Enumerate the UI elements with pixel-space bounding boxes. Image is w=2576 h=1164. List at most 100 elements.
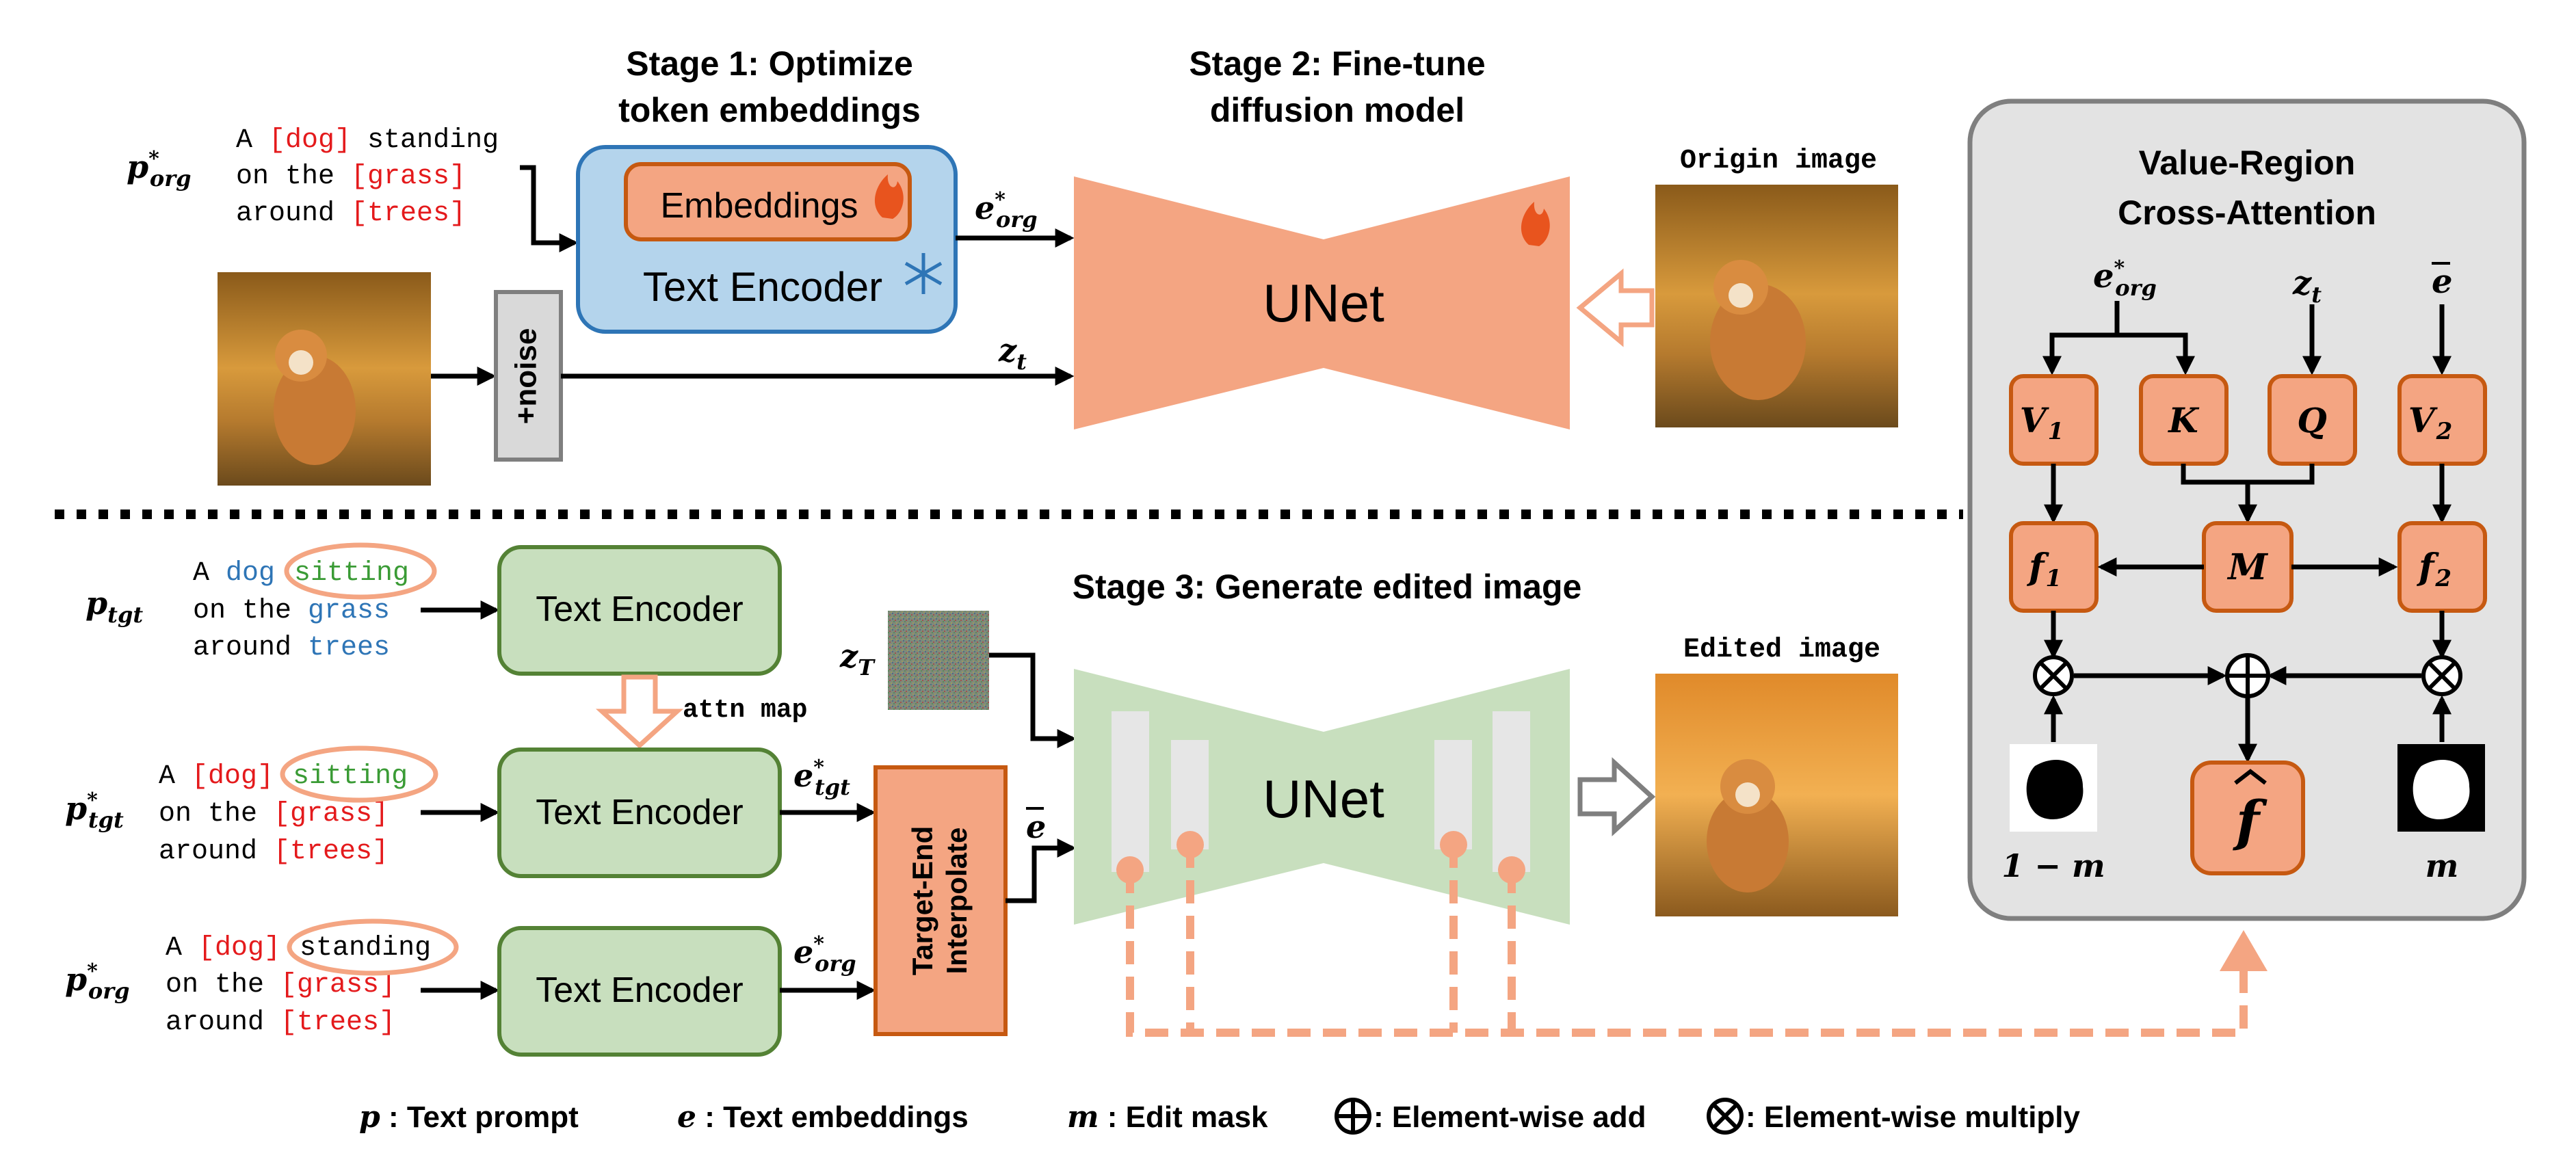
vrca-Q: Q (2297, 400, 2327, 440)
arrow-prompt-to-encoder (520, 165, 579, 252)
origin-image-label: Origin image (1680, 146, 1877, 176)
attn-map-arrow (595, 674, 684, 749)
z-T-label: zT (839, 637, 876, 680)
svg-text:around trees: around trees (193, 633, 390, 663)
stage3-title: Stage 3: Generate edited image (1073, 568, 1582, 606)
text-encoder-tgt-star-label: Text Encoder (536, 793, 744, 832)
svg-text:A [dog]standing: A [dog]standing (166, 933, 431, 964)
highlight-sitting-1 (284, 542, 437, 600)
vrca-e-org-star: e*org (2093, 256, 2157, 301)
p-org-star-prompt: A [dog]standing on the [grass] around [t… (166, 933, 431, 1038)
vrca-m: m (2426, 847, 2459, 884)
edited-image-label: Edited image (1683, 635, 1880, 665)
vrca-M: M (2226, 546, 2268, 588)
unet-layer-4 (1493, 711, 1530, 872)
stage2-title-line2: diffusion model (1210, 91, 1464, 129)
e-org-star-bottom: e*org (793, 932, 856, 977)
input-dog-image (218, 272, 431, 486)
unet-stage3 (1074, 669, 1570, 925)
embeddings-label: Embeddings (660, 186, 858, 226)
unet-stage2-label: UNet (1263, 273, 1384, 333)
target-end-label-1: Target-End (906, 826, 938, 976)
attn-map-label: attn map (683, 696, 807, 725)
snowflake-icon (904, 253, 943, 294)
fire-icon (874, 174, 904, 219)
vrca-V1: V1 (2020, 400, 2064, 445)
multiply-icon-right (2421, 655, 2462, 696)
legend-m: m : Edit mask (1067, 1100, 1268, 1135)
noise-box (494, 290, 563, 462)
vrca-row2-arrows (2044, 464, 2452, 524)
svg-text:around [trees]: around [trees] (159, 836, 389, 867)
z-t-top: zt (998, 332, 1027, 375)
vrca-fhat-box (2190, 760, 2305, 875)
mask-inverse (2010, 744, 2097, 832)
add-icon-center (2225, 653, 2270, 698)
svg-text:A [dog] standing: A [dog] standing (236, 125, 499, 156)
arrow-to-vrca (2220, 930, 2268, 971)
e-bar: e (1026, 808, 1046, 845)
text-encoder-stage1-label: Text Encoder (643, 264, 882, 310)
multiply-icon-left (2033, 655, 2074, 696)
hollow-arrow-origin (1576, 268, 1655, 347)
vrca-f2: f2 (2416, 546, 2452, 592)
legend: p : Text prompt e : Text embeddings m : … (359, 1098, 2081, 1135)
noise-label: +noise (510, 328, 543, 425)
legend-multiply: : Element-wise multiply (1746, 1100, 2081, 1134)
vrca-row3-arrows (2044, 611, 2452, 763)
legend-e: e : Text embeddings (677, 1100, 969, 1135)
stage1-title-line2: token embeddings (618, 91, 921, 129)
vrca-input-arrows (2042, 301, 2452, 375)
svg-text:around [trees]: around [trees] (236, 198, 466, 229)
vrca-K: K (2167, 400, 2200, 440)
unet-stage2 (1074, 176, 1570, 429)
highlight-sitting-2 (280, 745, 438, 803)
e-tgt-star: e*tgt (793, 756, 850, 800)
vrca-e-bar: e (2432, 263, 2453, 301)
unet-layer-1 (1112, 711, 1149, 872)
vrca-tap-dots (1116, 831, 1525, 884)
highlight-standing (287, 918, 459, 976)
unet-stage3-label: UNet (1263, 769, 1384, 829)
p-org-star-label-top: p*org (127, 147, 191, 191)
vrca-taps (1126, 845, 2248, 1037)
svg-text:A [dog]sitting: A [dog]sitting (159, 761, 408, 792)
vrca-z-t: zt (2292, 264, 2322, 308)
svg-text:on the grass: on the grass (193, 596, 390, 626)
legend-p: p : Text prompt (359, 1100, 579, 1135)
svg-text:around [trees]: around [trees] (166, 1007, 395, 1038)
stage2-title-line1: Stage 2: Fine-tune (1189, 44, 1485, 83)
svg-text:on the [grass]: on the [grass] (159, 799, 389, 830)
embeddings-box (624, 162, 912, 241)
edited-image (1655, 674, 1898, 916)
fire-icon-unet (1521, 202, 1550, 246)
legend-add-icon (1335, 1098, 1371, 1135)
svg-text:on the [grass]: on the [grass] (236, 161, 466, 192)
top-prompt: A [dog] standing on the [grass] around [… (236, 125, 499, 229)
vrca-title-line1: Value-Region (2139, 144, 2356, 182)
vrca-title-line2: Cross-Attention (2118, 194, 2376, 232)
legend-add: : Element-wise add (1374, 1100, 1646, 1134)
hollow-arrow-edited (1577, 757, 1656, 836)
target-end-label-2: Interpolate (941, 828, 973, 975)
text-encoder-tgt (497, 545, 782, 676)
arrow-zT-to-unet (989, 652, 1077, 748)
p-org-star-label-bottom: p*org (65, 960, 129, 1004)
mask (2397, 744, 2485, 832)
p-tgt-star-label: p*tgt (65, 789, 124, 833)
legend-multiply-icon (1707, 1098, 1744, 1135)
origin-image (1655, 185, 1898, 427)
arrow-ebar-to-unet (1006, 838, 1077, 903)
vrca-one-minus-m: 1 − m (2001, 847, 2105, 884)
vrca-V2: V2 (2408, 400, 2452, 445)
p-tgt-star-prompt: A [dog]sitting on the [grass] around [tr… (159, 761, 408, 867)
p-tgt-label: ptgt (86, 585, 143, 628)
text-encoder-org-label: Text Encoder (536, 970, 744, 1010)
noise-image (888, 611, 989, 710)
vrca-fhat-caret (2234, 769, 2267, 785)
e-org-star-top: e*org (975, 188, 1038, 233)
text-encoder-tgt-label: Text Encoder (536, 590, 744, 629)
